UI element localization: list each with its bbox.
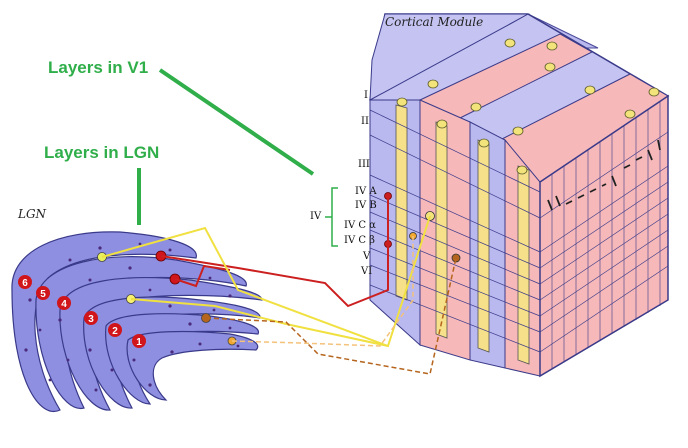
top-neurons (396, 38, 660, 175)
yellow-stripe-2 (435, 121, 448, 339)
yellow-projection-1 (101, 215, 431, 348)
label-layers-in-v1: Layers in V1 (48, 58, 148, 77)
layer-IV-bracket (325, 187, 338, 247)
layer-label-I: I (364, 90, 368, 101)
label-lgn-small: LGN (17, 207, 47, 221)
layer-label-IVCa: IV C α (344, 220, 376, 231)
layer-label-III: III (358, 159, 370, 170)
projection-lines (101, 196, 457, 375)
layer-label-IVCb: IV C β (344, 235, 375, 246)
lgn-badge-4: 4 (57, 296, 71, 310)
label-layers-in-lgn: Layers in LGN (44, 143, 159, 162)
right-face-grid (539, 102, 669, 369)
layer-label-VI: VI (360, 266, 372, 277)
yellow-stripe-3 (477, 139, 490, 353)
lgn-layer-badges: 1 2 3 4 5 6 (18, 275, 146, 348)
layer-label-IV-group: IV (310, 211, 322, 222)
svg-text:6: 6 (22, 278, 28, 289)
layer-label-V: V (362, 251, 371, 262)
svg-text:4: 4 (61, 299, 67, 310)
red-projection-2 (174, 264, 231, 288)
orange-projection (231, 236, 414, 347)
yellow-stripe-4 (517, 165, 530, 365)
neuron-IVCb-brown (451, 253, 461, 263)
svg-text:2: 2 (112, 326, 118, 337)
red-projection-1 (160, 196, 389, 308)
lgn-badge-3: 3 (84, 311, 98, 325)
lgn-badge-6: 6 (18, 275, 32, 289)
layer-label-IVB: IV B (355, 200, 377, 211)
layer-label-IVA: IV A (355, 186, 377, 197)
lgn-badge-1: 1 (132, 334, 146, 348)
svg-text:3: 3 (88, 314, 94, 325)
cortical-module-title: Cortical Module (385, 15, 483, 29)
lgn-badge-2: 2 (108, 323, 122, 337)
lgn-badge-5: 5 (36, 286, 50, 300)
yellow-projection-2 (130, 298, 389, 347)
cortical-module (369, 13, 670, 378)
svg-text:1: 1 (136, 337, 142, 348)
layer-label-II: II (361, 116, 369, 127)
lgn-cell-dots (24, 242, 240, 392)
svg-text:5: 5 (40, 289, 46, 300)
cortex-layer-labels: I II III IV A IV B IV C α IV C β V VI IV (310, 90, 377, 277)
v1-pointer (158, 68, 315, 176)
yellow-stripe-1 (395, 104, 408, 301)
lgn-structure (11, 231, 263, 413)
lgn-layer-1 (126, 330, 259, 401)
top-blue-band-1 (369, 13, 530, 101)
front-layer-lines (369, 109, 541, 353)
dominance-dashes (547, 139, 661, 211)
